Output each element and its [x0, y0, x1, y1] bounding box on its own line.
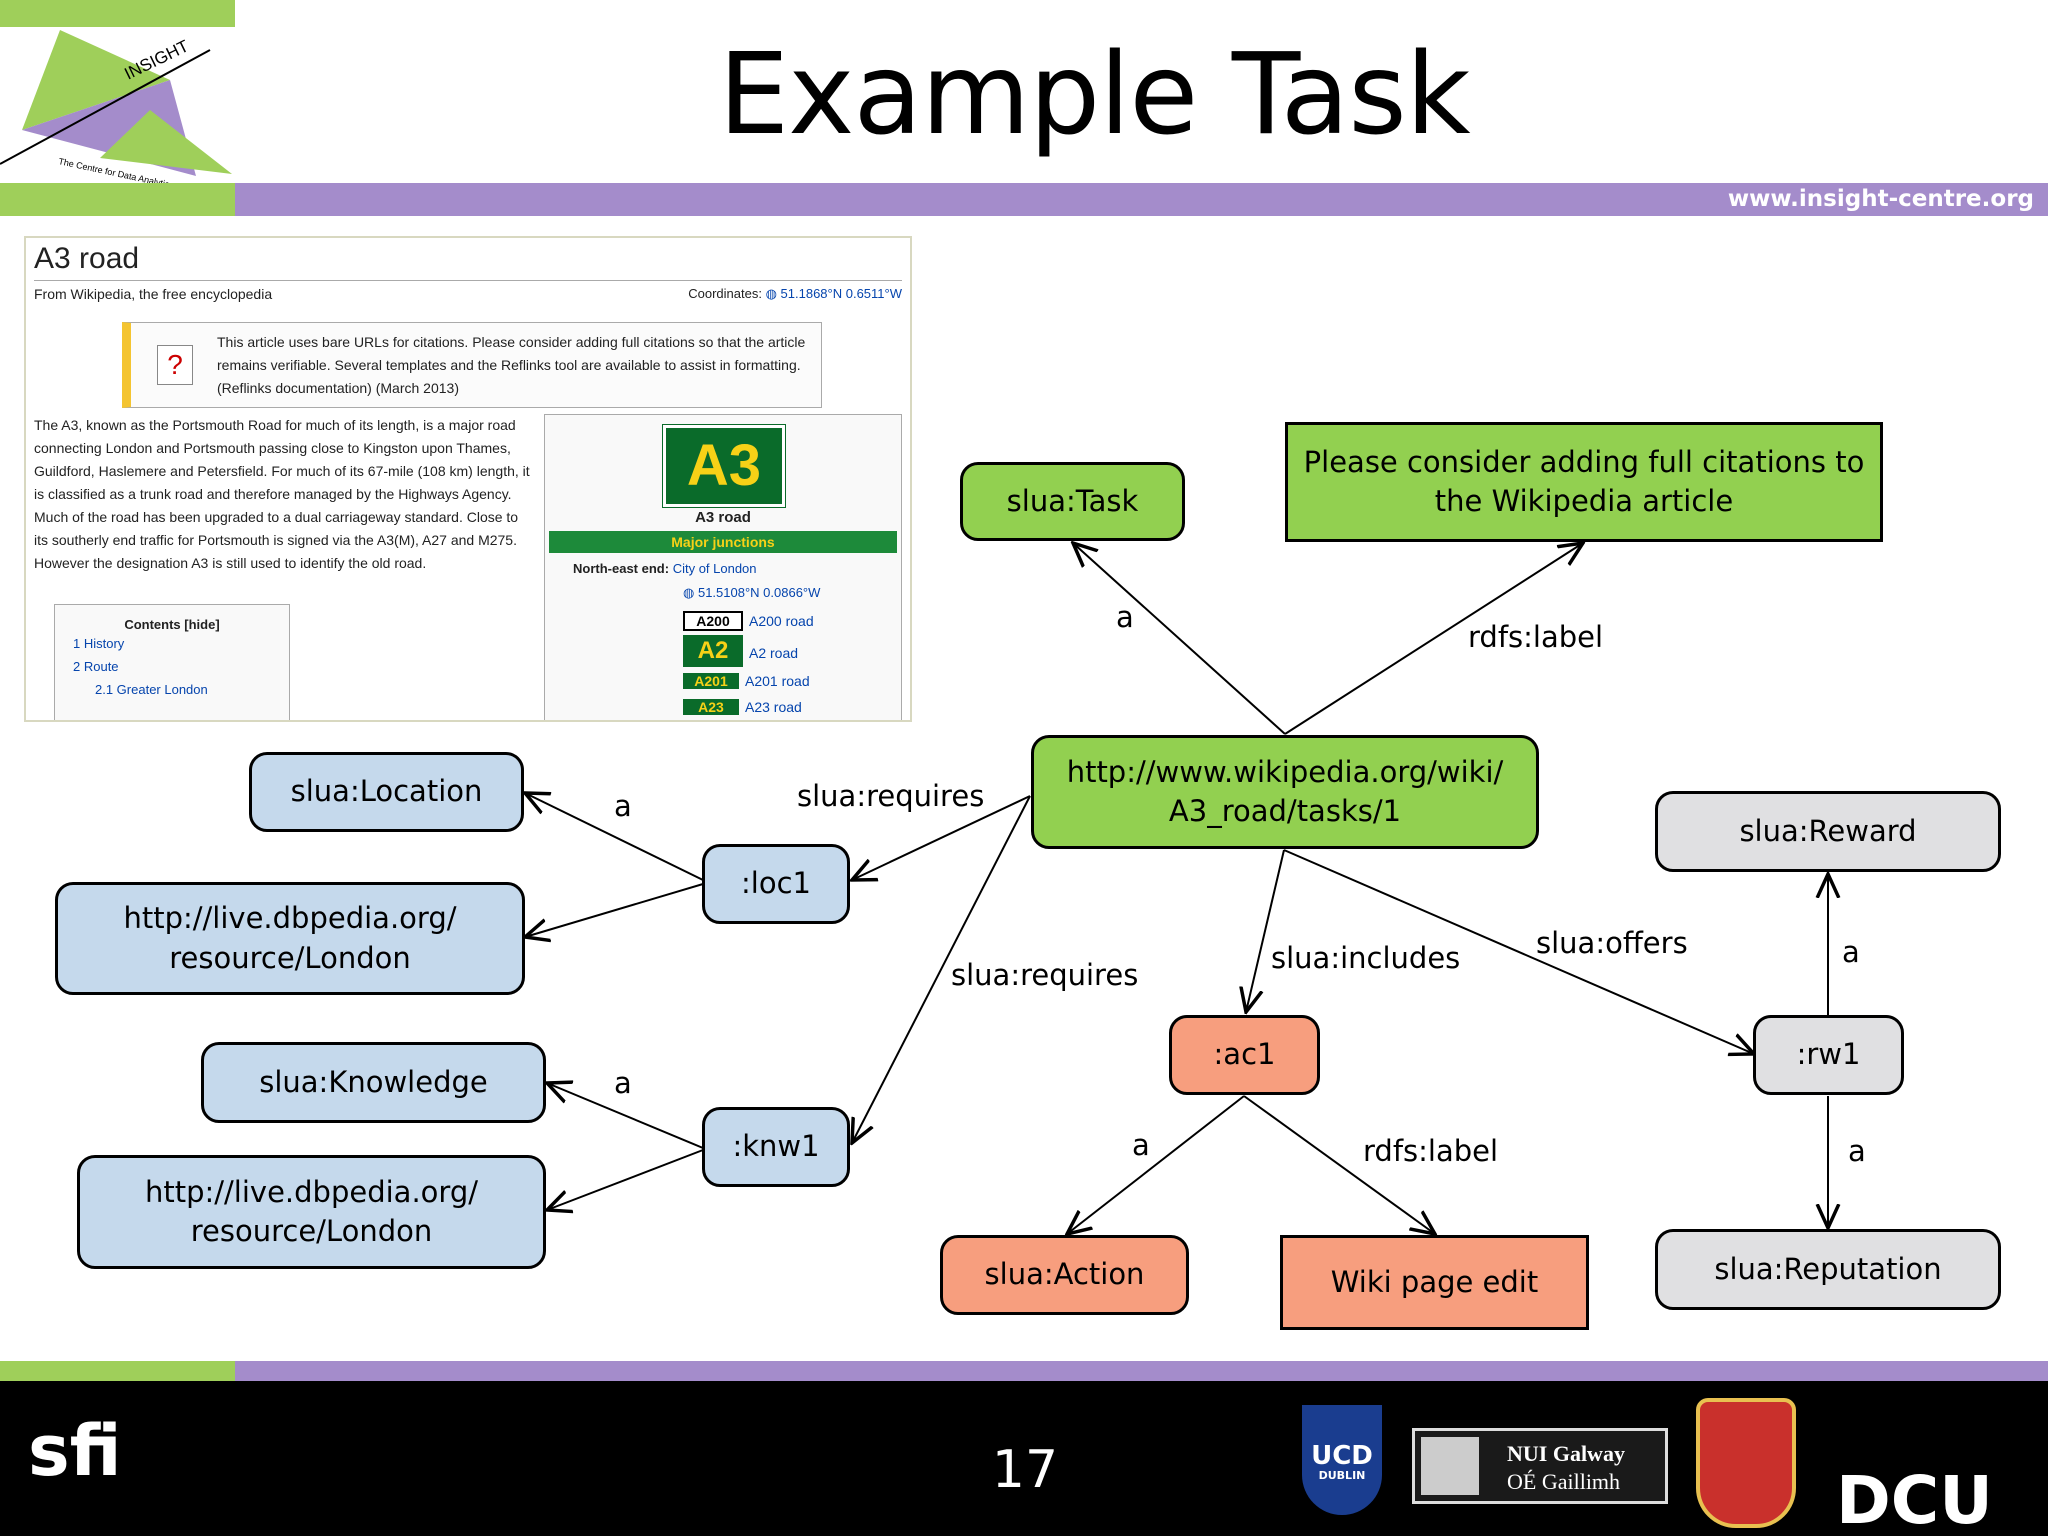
edge-label-loc-a: a	[614, 789, 632, 823]
nuig-name: NUI Galway	[1507, 1441, 1625, 1466]
wiki-coordinates: Coordinates: ◍ 51.1868°N 0.6511°W	[688, 286, 902, 302]
ne-end-link[interactable]: City of London	[672, 561, 757, 576]
wiki-article-title: A3 road	[34, 242, 140, 275]
edge-requires-knw	[852, 795, 1031, 1143]
insight-logo: INSIGHT The Centre for Data Analytics	[0, 18, 240, 191]
wiki-article-body: The A3, known as the Portsmouth Road for…	[34, 417, 530, 571]
wiki-coordinates-label: Coordinates:	[688, 286, 762, 301]
slide-title: Example Task	[718, 30, 1470, 160]
page-number: 17	[991, 1440, 1059, 1500]
node-label-text: Please consider adding full citations to…	[1285, 422, 1883, 542]
ucd-logo-subtext: DUBLIN	[1318, 1469, 1366, 1482]
website-url[interactable]: www.insight-centre.org	[1727, 186, 2034, 212]
insight-logo-graphic: INSIGHT The Centre for Data Analytics	[0, 30, 232, 191]
node-slua-knowledge: slua:Knowledge	[201, 1042, 546, 1123]
node-slua-reputation: slua:Reputation	[1655, 1229, 2001, 1310]
edge-label-includes: slua:includes	[1271, 941, 1461, 975]
edge-offers	[1283, 849, 1754, 1054]
contents-item[interactable]: 2 Route	[73, 659, 119, 674]
header-band-green	[0, 183, 235, 216]
node-slua-location: slua:Location	[249, 752, 524, 832]
junction-row: A2 A2 road	[683, 635, 798, 667]
road-badge: A201	[683, 673, 739, 689]
edge-loc-dbpedia	[525, 883, 704, 937]
junction-link[interactable]: A23 road	[745, 699, 802, 715]
node-knw1: :knw1	[702, 1107, 850, 1187]
edge-rdfs-label-top	[1284, 543, 1583, 735]
edge-ac-label	[1243, 1095, 1435, 1234]
header-band-purple	[235, 183, 2048, 216]
sfi-logo: sfi	[28, 1410, 122, 1492]
dcu-logo: DCU	[1836, 1462, 1993, 1539]
road-badge: A2	[683, 635, 743, 667]
edge-label-action-a: a	[1132, 1128, 1150, 1162]
edge-knw-dbpedia	[547, 1149, 704, 1210]
road-badge: A200	[683, 611, 743, 631]
node-slua-task: slua:Task	[960, 462, 1185, 541]
question-mark-icon: ?	[157, 345, 193, 385]
globe-icon: ◍	[683, 585, 695, 600]
edge-label-rdfs-label-top: rdfs:label	[1468, 620, 1604, 654]
citation-notice-text: This article uses bare URLs for citation…	[217, 334, 806, 396]
globe-icon: ◍	[765, 286, 777, 301]
north-east-end: North-east end: City of London	[573, 561, 757, 576]
wiki-title-rule	[34, 280, 902, 281]
ucd-logo: UCD DUBLIN	[1302, 1405, 1382, 1515]
edge-label-requires-loc: slua:requires	[797, 779, 985, 813]
footer-band-purple	[235, 1361, 2048, 1381]
junction-link[interactable]: A200 road	[749, 613, 814, 629]
university-crest-logo	[1696, 1398, 1796, 1528]
edge-label-reward-a: a	[1842, 935, 1860, 969]
a3-road-shield: A3	[662, 424, 786, 508]
infobox-major-junctions-bar: Major junctions	[549, 531, 897, 553]
edge-task-type	[1073, 543, 1286, 735]
wiki-coordinates-value[interactable]: 51.1868°N 0.6511°W	[780, 286, 902, 301]
road-badge: A23	[683, 699, 739, 715]
node-slua-action: slua:Action	[940, 1235, 1189, 1315]
edge-label-task-a: a	[1116, 600, 1134, 634]
ne-end-label: North-east end:	[573, 561, 670, 576]
node-loc1: :loc1	[702, 844, 850, 924]
node-ac1: :ac1	[1169, 1015, 1320, 1095]
nui-galway-logo: NUI Galway OÉ Gaillimh	[1412, 1428, 1668, 1504]
wikipedia-screenshot: A3 road From Wikipedia, the free encyclo…	[24, 236, 912, 722]
wiki-subtitle: From Wikipedia, the free encyclopedia	[34, 286, 273, 302]
edge-label-reputation-a: a	[1848, 1134, 1866, 1168]
junction-link[interactable]: A201 road	[745, 673, 810, 689]
junction-row: A23 A23 road	[683, 699, 802, 715]
edge-loc-type	[525, 793, 704, 881]
ucd-logo-text: UCD	[1311, 1441, 1373, 1471]
node-dbpedia-london-2: http://live.dbpedia.org/ resource/London	[77, 1155, 546, 1269]
ne-coordinates[interactable]: ◍ 51.5108°N 0.0866°W	[683, 585, 820, 601]
junction-row: A201 A201 road	[683, 673, 810, 689]
nuig-irish-name: OÉ Gaillimh	[1507, 1469, 1621, 1494]
node-dbpedia-london-1: http://live.dbpedia.org/ resource/London	[55, 882, 525, 995]
junction-link[interactable]: A2 road	[749, 645, 799, 661]
edge-includes	[1246, 849, 1285, 1012]
node-slua-reward: slua:Reward	[1655, 791, 2001, 872]
infobox-road-name: A3 road	[695, 509, 751, 526]
wiki-contents-box: Contents [hide] 1 History 2 Route 2.1 Gr…	[54, 604, 290, 720]
footer-band-green	[0, 1361, 235, 1381]
node-rw1: :rw1	[1753, 1015, 1904, 1095]
contents-item[interactable]: 2.1 Greater London	[95, 682, 208, 697]
nuig-tower-icon	[1421, 1437, 1479, 1495]
edge-label-requires-knw: slua:requires	[951, 958, 1139, 992]
node-wiki-page-edit: Wiki page edit	[1280, 1235, 1589, 1330]
wiki-infobox: A3 A3 road Major junctions North-east en…	[544, 414, 902, 720]
edge-label-rdfs-label-bottom: rdfs:label	[1363, 1134, 1499, 1168]
citation-notice-box: ? This article uses bare URLs for citati…	[122, 322, 822, 408]
edge-knw-type	[547, 1083, 704, 1149]
ne-coordinates-value: 51.5108°N 0.0866°W	[697, 585, 821, 600]
contents-title: Contents [hide]	[124, 617, 220, 632]
junction-row: A200 A200 road	[683, 611, 814, 631]
contents-item[interactable]: 1 History	[73, 636, 125, 651]
top-accent-bar	[0, 0, 235, 27]
edge-requires-loc	[852, 795, 1031, 880]
edge-ac-action	[1067, 1095, 1245, 1234]
node-task-uri: http://www.wikipedia.org/wiki/ A3_road/t…	[1031, 735, 1539, 849]
edge-label-offers: slua:offers	[1536, 926, 1688, 960]
edge-label-knw-a: a	[614, 1066, 632, 1100]
